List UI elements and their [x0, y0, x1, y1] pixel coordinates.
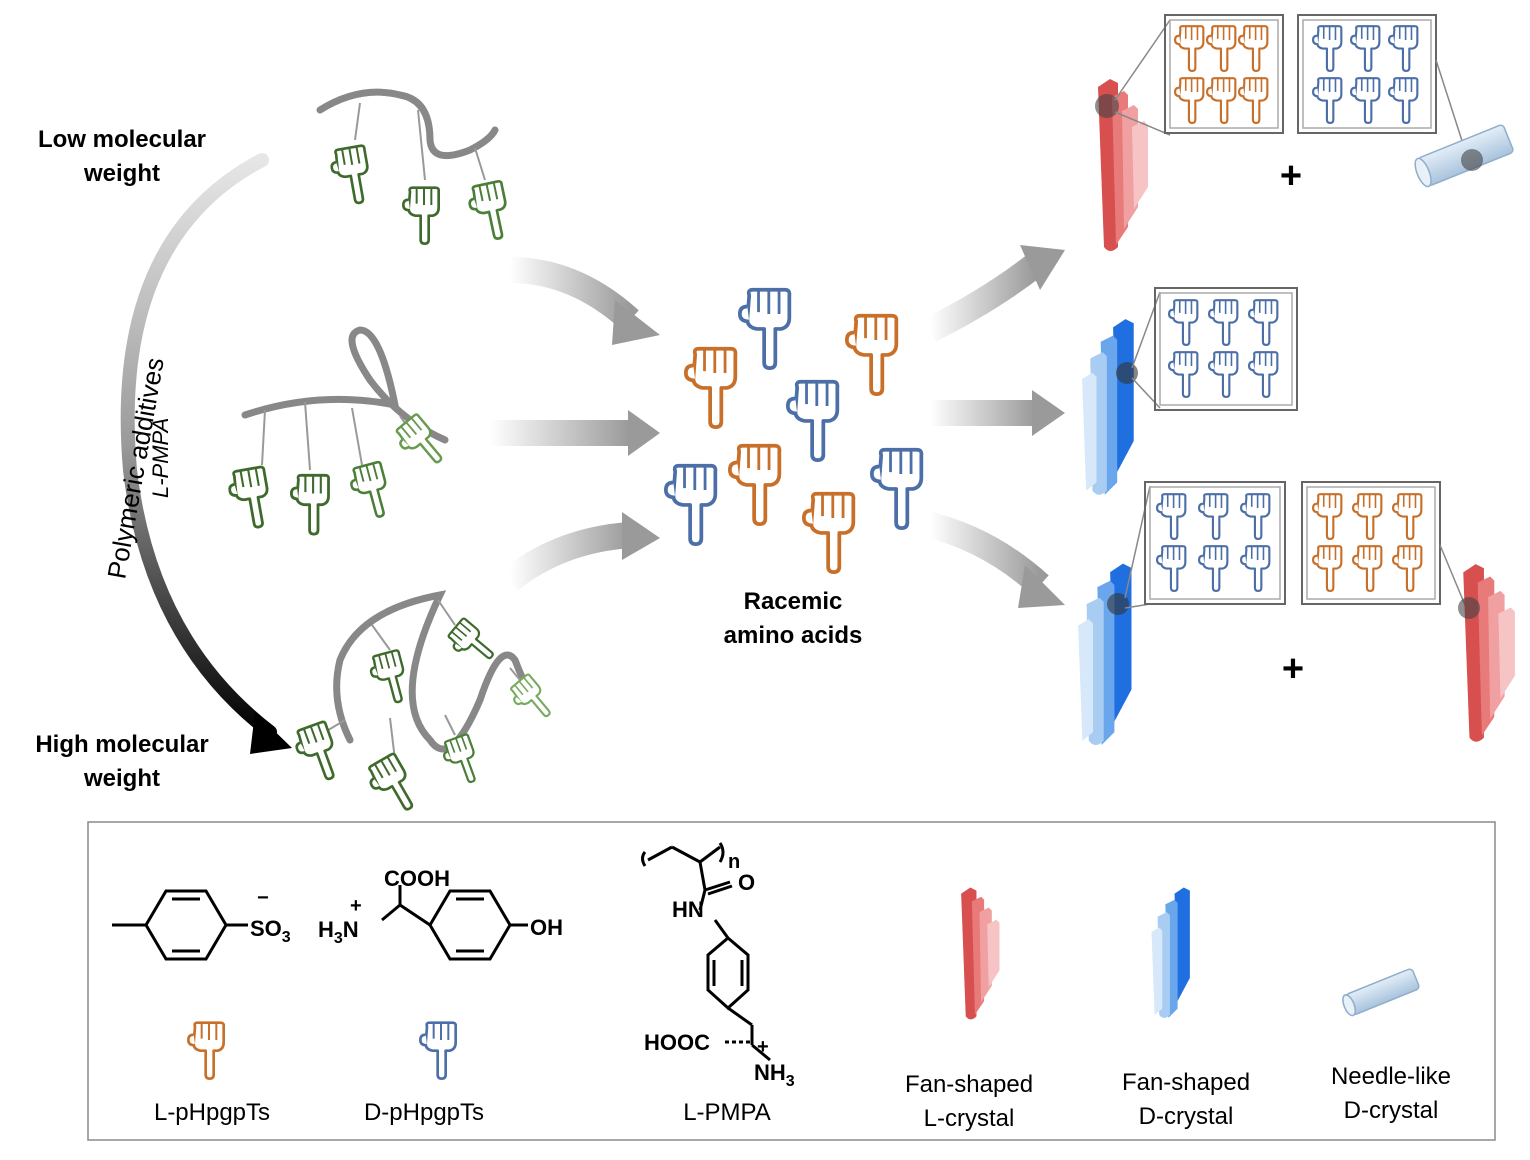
needle-d-crystal-icon	[1342, 968, 1420, 1017]
green-hand-icon	[225, 464, 276, 533]
needle-label-1: Needle-like	[1331, 1063, 1451, 1090]
green-hand-icon	[345, 460, 396, 523]
high-mw-label-2: weight	[83, 765, 160, 792]
oh-label: OH	[530, 915, 563, 940]
cooh-label: COOH	[384, 866, 450, 891]
low-mw-label-1: Low molecular	[38, 126, 206, 153]
h3n-plus: +	[350, 895, 362, 917]
orange-hand-grid-1	[1174, 25, 1269, 124]
molecular-weight-arrowhead	[250, 712, 292, 754]
pmpa-structure	[641, 842, 771, 1062]
blue-hand-icon	[664, 463, 718, 546]
green-hand-icon	[289, 719, 346, 788]
fan-d-crystal-icon	[1078, 563, 1132, 745]
racemic-label-2: amino acids	[724, 622, 863, 649]
green-hand-icon	[443, 616, 501, 672]
plus-sign: +	[1280, 155, 1302, 197]
fan-d-label-1: Fan-shaped	[1122, 1069, 1250, 1096]
low-mw-label-2: weight	[83, 160, 160, 187]
plus-sign: +	[1282, 648, 1304, 690]
hn-label: HN	[672, 897, 704, 922]
nh3-label: NH3	[754, 1060, 795, 1090]
lpmpa-arrow-label: L-PMPA	[148, 418, 173, 498]
orange-hand-icon	[802, 491, 856, 574]
n-subscript: n	[728, 851, 740, 873]
legend-box	[87, 821, 1496, 1141]
so3-minus: −	[257, 887, 269, 909]
orange-hand-icon	[845, 313, 899, 396]
fan-l-label-1: Fan-shaped	[905, 1071, 1033, 1098]
racemic-label-1: Racemic	[744, 588, 843, 615]
polymer-mid-mw	[225, 326, 451, 536]
orange-hand-icon	[728, 443, 782, 526]
blue-hand-grid-2	[1168, 299, 1279, 398]
green-hand-icon	[366, 648, 413, 709]
green-hand-icon	[290, 473, 331, 536]
fan-d-crystal-icon	[1082, 319, 1134, 495]
hpg-structure	[381, 885, 528, 961]
nh3-plus: +	[757, 1036, 769, 1058]
blue-hand-grid-3	[1156, 493, 1271, 592]
green-hand-icon	[464, 179, 514, 245]
blue-hand-icon	[786, 379, 840, 462]
green-hand-icon	[390, 412, 451, 475]
o-label: O	[738, 870, 755, 895]
tosylate-structure	[112, 889, 248, 961]
d-hpg-label: D-pHpgpTs	[364, 1099, 484, 1126]
h3n-label: H3N	[318, 917, 359, 947]
orange-hand-grid-2	[1312, 493, 1423, 592]
fan-d-label-2: D-crystal	[1139, 1103, 1234, 1130]
blue-hand-grid-1	[1312, 25, 1419, 124]
polymer-low-mw	[316, 88, 514, 246]
molecular-weight-arrow	[120, 153, 277, 739]
lpmpa-legend-label: L-PMPA	[683, 1099, 771, 1126]
so3-label: SO3	[250, 916, 291, 946]
polymer-high-mw	[289, 590, 559, 821]
green-hand-icon	[438, 732, 485, 789]
blue-hand-icon	[870, 447, 924, 530]
hooc-label: HOOC	[644, 1030, 710, 1055]
l-hpg-label: L-pHpgpTs	[154, 1099, 270, 1126]
green-hand-icon	[505, 672, 559, 728]
racemic-hands	[664, 287, 924, 574]
fan-l-label-2: L-crystal	[924, 1105, 1015, 1132]
blue-hand-icon	[738, 287, 792, 370]
high-mw-label-1: High molecular	[35, 731, 208, 758]
green-hand-icon	[361, 751, 424, 821]
orange-hand-icon	[684, 346, 738, 429]
green-hand-icon	[327, 143, 376, 209]
needle-label-2: D-crystal	[1344, 1097, 1439, 1124]
fan-l-crystal-icon	[1463, 564, 1515, 742]
green-hand-icon	[402, 186, 441, 246]
